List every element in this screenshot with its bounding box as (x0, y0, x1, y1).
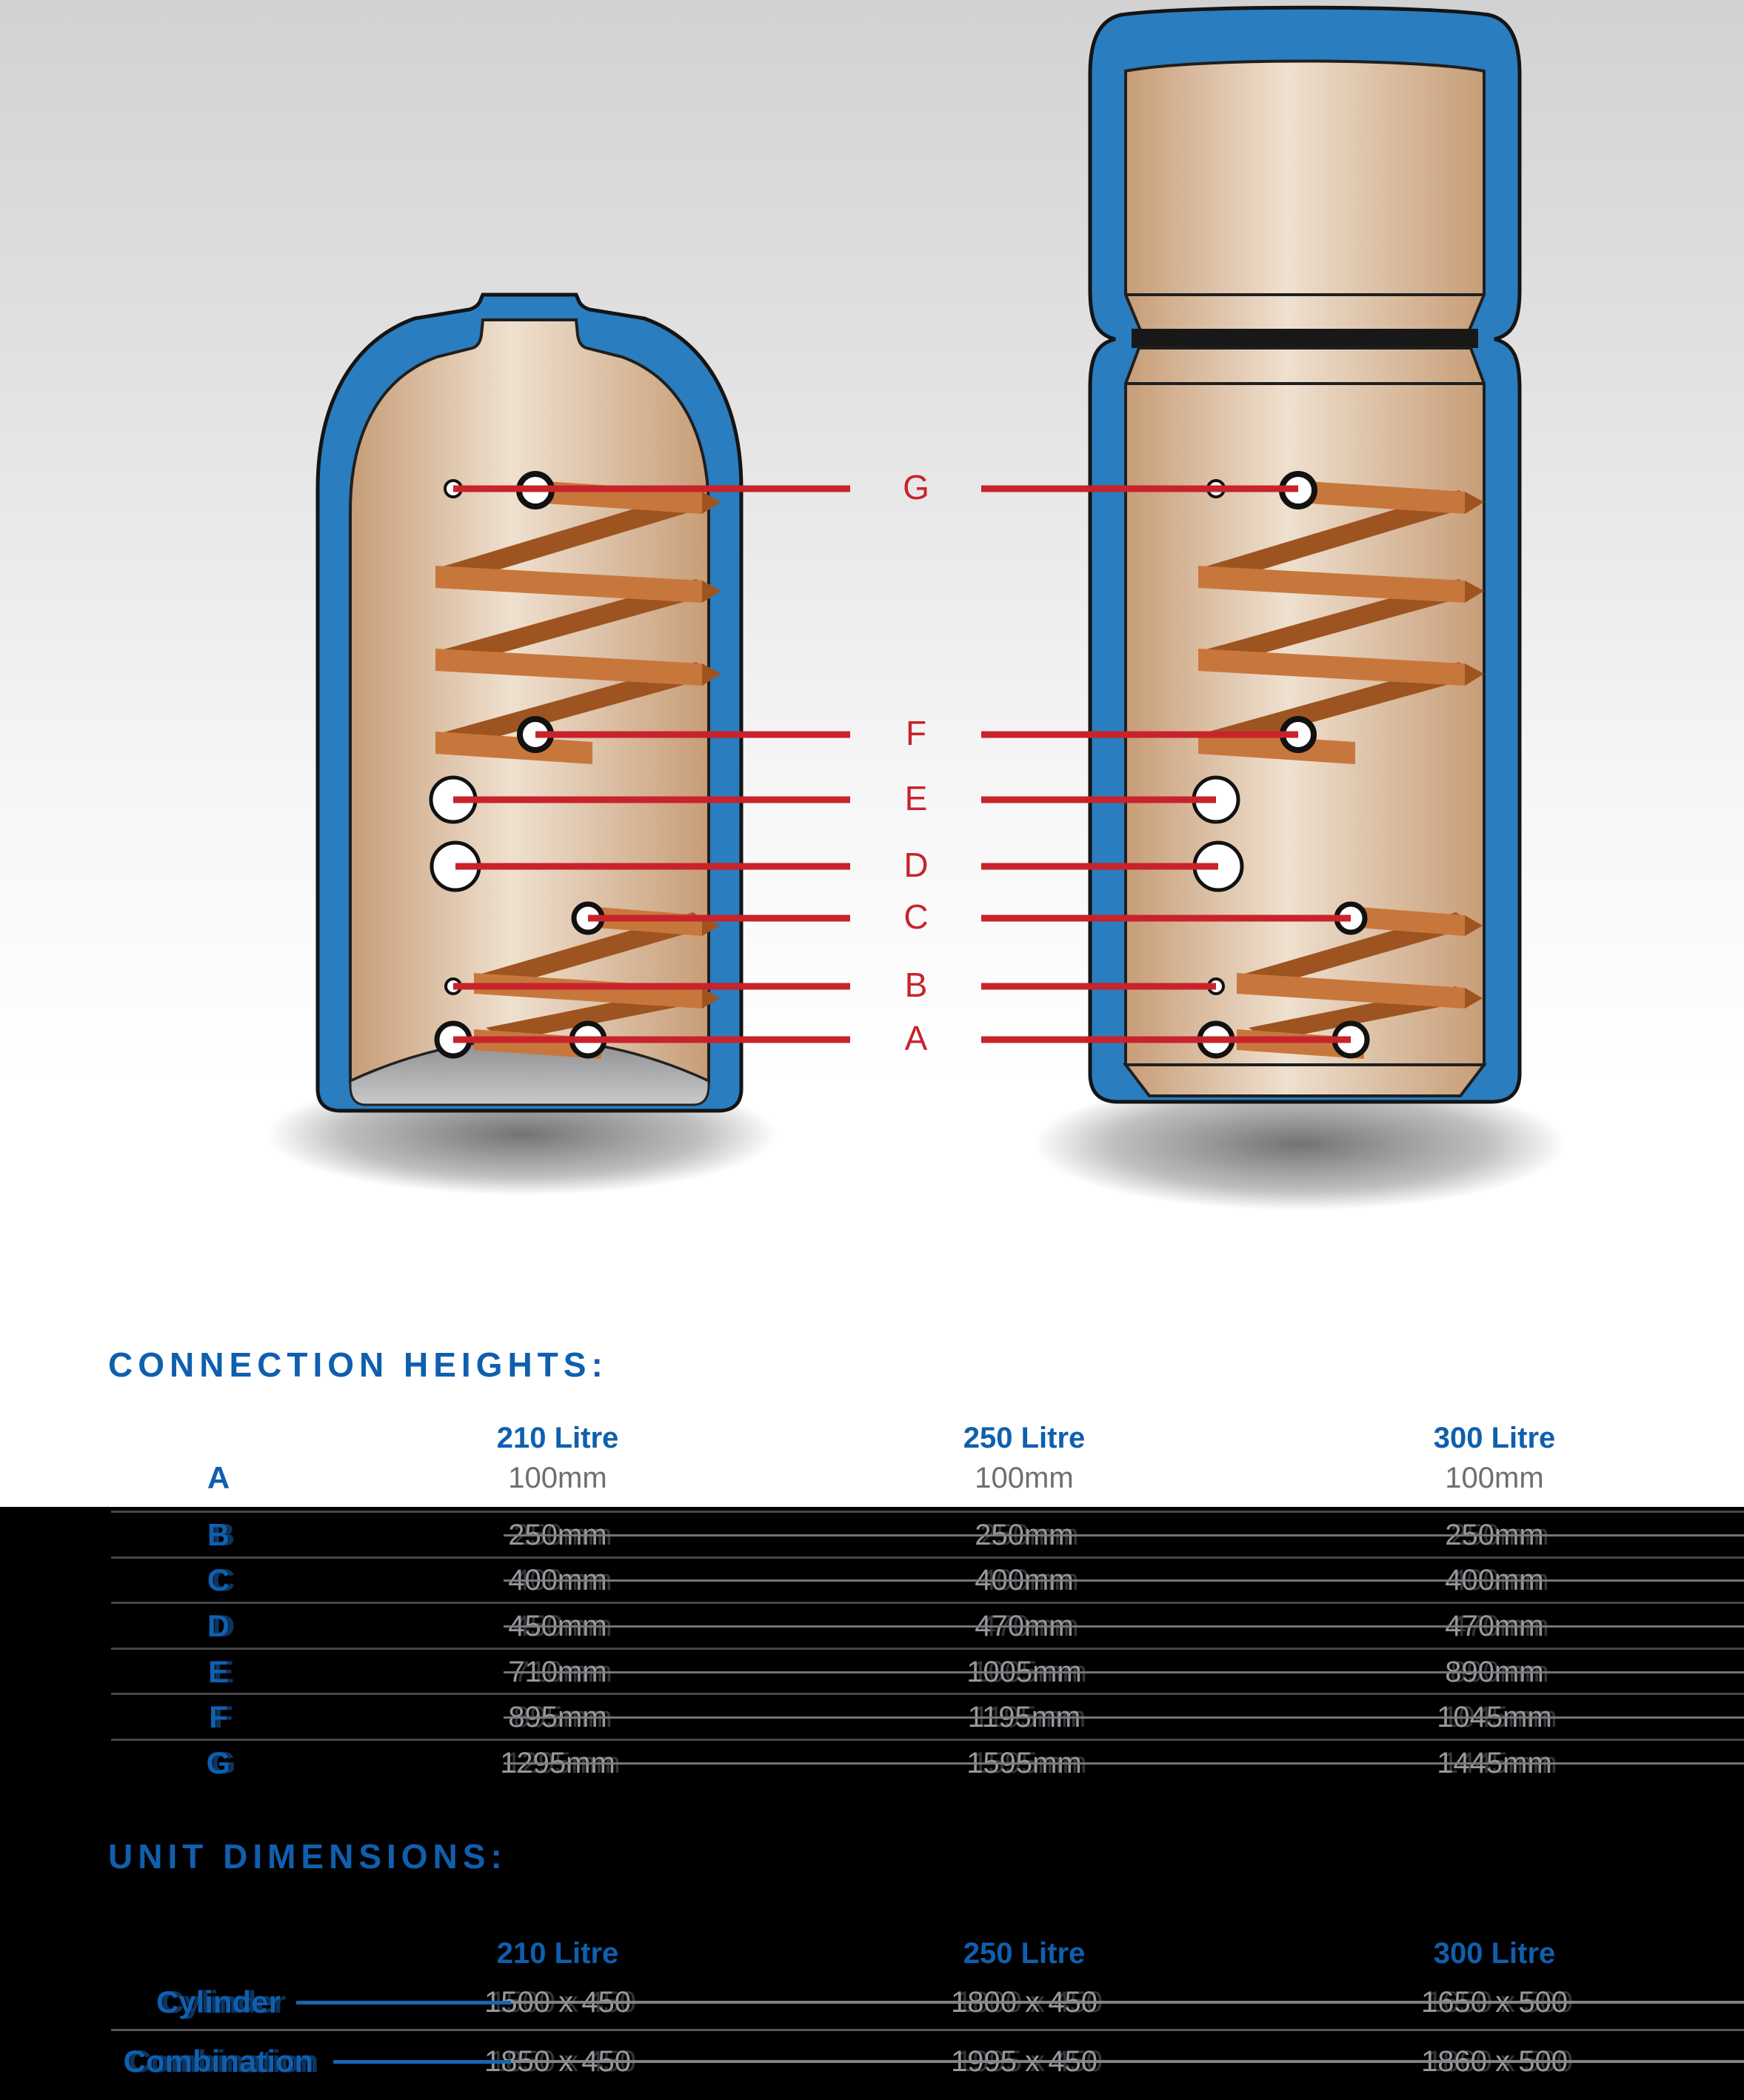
diagram-label-F: F (905, 714, 927, 752)
height-value: 100mm (508, 1462, 607, 1494)
main-tank-skirt (1122, 1063, 1488, 1097)
row-rule-line (511, 2060, 1744, 2063)
row-separator-line (111, 1693, 1744, 1695)
row-label-C: C (207, 1562, 230, 1597)
diagram-label-G: G (903, 468, 929, 506)
row-rule-line (504, 1671, 1744, 1673)
connection-heights-title: CONNECTION HEIGHTS: (108, 1345, 608, 1384)
column-header-300-litre: 300 Litre (1433, 1937, 1556, 1970)
row-separator-line (111, 1739, 1744, 1741)
row-rule-line (504, 1534, 1744, 1536)
illustration-area (0, 0, 1744, 1507)
column-header-210-litre: 210 Litre (496, 1422, 619, 1454)
label-leader-line (296, 2001, 511, 2004)
height-value: 100mm (975, 1462, 1074, 1494)
tank-joint-band (1132, 329, 1478, 348)
header-tank-copper (1124, 59, 1486, 332)
column-header-210-litre: 210 Litre (496, 1937, 619, 1970)
row-label-G: G (206, 1745, 231, 1780)
row-separator-line (111, 1648, 1744, 1650)
diagram-label-E: E (904, 779, 928, 817)
row-separator-line (111, 2029, 1744, 2031)
height-value: 100mm (1445, 1462, 1544, 1494)
diagram-label-D: D (903, 846, 929, 884)
row-separator-line (111, 1602, 1744, 1604)
row-label-B: B (207, 1517, 230, 1552)
column-header-250-litre: 250 Litre (963, 1937, 1086, 1970)
row-label-cylinder: Cylinder (156, 1984, 281, 2019)
row-rule-line (504, 1716, 1744, 1719)
cylinder-diagram (267, 5, 1566, 1211)
row-rule-line (504, 1762, 1744, 1765)
row-label-D: D (207, 1608, 230, 1643)
diagram-label-B: B (904, 966, 928, 1004)
diagram-label-A: A (904, 1019, 928, 1057)
diagram-label-C: C (903, 897, 929, 936)
row-rule-line (511, 2001, 1744, 2004)
column-header-300-litre: 300 Litre (1433, 1422, 1556, 1454)
callout-lines (453, 485, 1351, 1043)
label-leader-line (333, 2060, 511, 2064)
row-label-combination: Combination (123, 2044, 314, 2079)
row-label-A: A (207, 1460, 230, 1495)
row-label-F: F (209, 1699, 228, 1734)
column-header-250-litre: 250 Litre (963, 1422, 1086, 1454)
cylinder-right-combination (1033, 5, 1566, 1211)
row-rule-line (504, 1625, 1744, 1628)
row-separator-line (111, 1511, 1744, 1513)
row-separator-line (111, 1556, 1744, 1559)
floor-shadow (1033, 1077, 1566, 1211)
row-rule-line (504, 1579, 1744, 1582)
unit-dimensions-title: UNIT DIMENSIONS: (108, 1837, 507, 1876)
cylinder-left-standard (267, 292, 778, 1195)
row-label-E: E (207, 1654, 229, 1689)
